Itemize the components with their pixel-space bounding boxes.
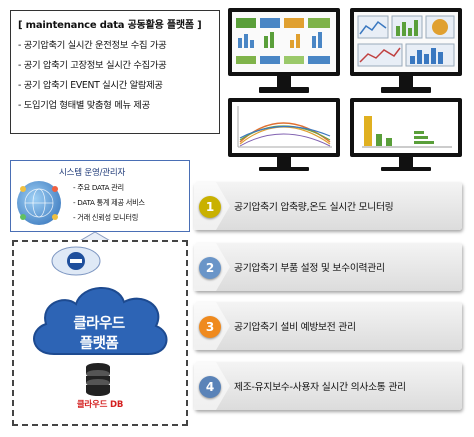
step-label: 공기압축기 설비 예방보전 관리 [234, 322, 356, 333]
step-2: 2 공기압축기 부품 설정 및 보수이력관리 [194, 243, 462, 291]
dashboard-grid-illustration [232, 12, 336, 72]
step-label: 제조-유지보수-사용자 실시간 의사소통 관리 [234, 382, 406, 393]
monitor-dashboard-panels [350, 8, 462, 98]
system-feature-item: - DATA 통계 제공 서비스 [73, 198, 145, 207]
database-icon [86, 363, 110, 396]
trend-chart-illustration [232, 102, 336, 153]
cloud-icon [33, 287, 168, 355]
step-1: 1 공기압축기 압축량,온도 실시간 모니터링 [194, 182, 462, 230]
step-3: 3 공기압축기 설비 예방보전 관리 [194, 302, 462, 350]
step-number-badge: 2 [199, 257, 221, 279]
cloud-label-line1: 클라우드 [73, 316, 125, 332]
system-operator-box: 시스템 운영/관리자 - 주요 DATA 관리 - DATA 통계 제공 서비스… [10, 160, 190, 232]
system-feature-item: - 거래 신뢰성 모니터링 [73, 213, 139, 222]
cloud-label-line2: 플랫폼 [79, 336, 119, 352]
monitor-dashboard-grid [228, 8, 340, 98]
network-globe-icon [17, 181, 61, 225]
step-number-badge: 4 [199, 376, 221, 398]
platform-item: - 공기 압축기 고장정보 실시간 수집가공 [18, 60, 167, 71]
server-hub-icon [51, 246, 101, 276]
platform-item: - 공기압축기 실시간 운전정보 수집 가공 [18, 40, 167, 51]
platform-info-box: [ maintenance data 공동활용 플랫폼 ] - 공기압축기 실시… [10, 10, 220, 134]
step-number-badge: 3 [199, 316, 221, 338]
platform-title: [ maintenance data 공동활용 플랫폼 ] [18, 20, 202, 31]
platform-item: - 도입기업 형태별 맞춤형 메뉴 제공 [18, 100, 150, 111]
system-feature-list: - 주요 DATA 관리 - DATA 통계 제공 서비스 - 거래 신뢰성 모… [73, 183, 145, 228]
step-label: 공기압축기 압축량,온도 실시간 모니터링 [234, 202, 394, 213]
platform-item: - 공기 압축기 EVENT 실시간 알람제공 [18, 80, 163, 91]
dashboard-panels-illustration [354, 12, 458, 72]
step-number-badge: 1 [199, 196, 221, 218]
monitor-bar-chart [350, 98, 462, 176]
cloud-db-label: 클라우드 DB [76, 400, 124, 410]
system-feature-item: - 주요 DATA 관리 [73, 183, 124, 192]
bar-chart-illustration [354, 102, 458, 153]
system-title: 시스템 운영/관리자 [59, 168, 126, 178]
monitor-trend-chart [228, 98, 340, 176]
step-4: 4 제조-유지보수-사용자 실시간 의사소통 관리 [194, 362, 462, 410]
step-label: 공기압축기 부품 설정 및 보수이력관리 [234, 263, 385, 274]
